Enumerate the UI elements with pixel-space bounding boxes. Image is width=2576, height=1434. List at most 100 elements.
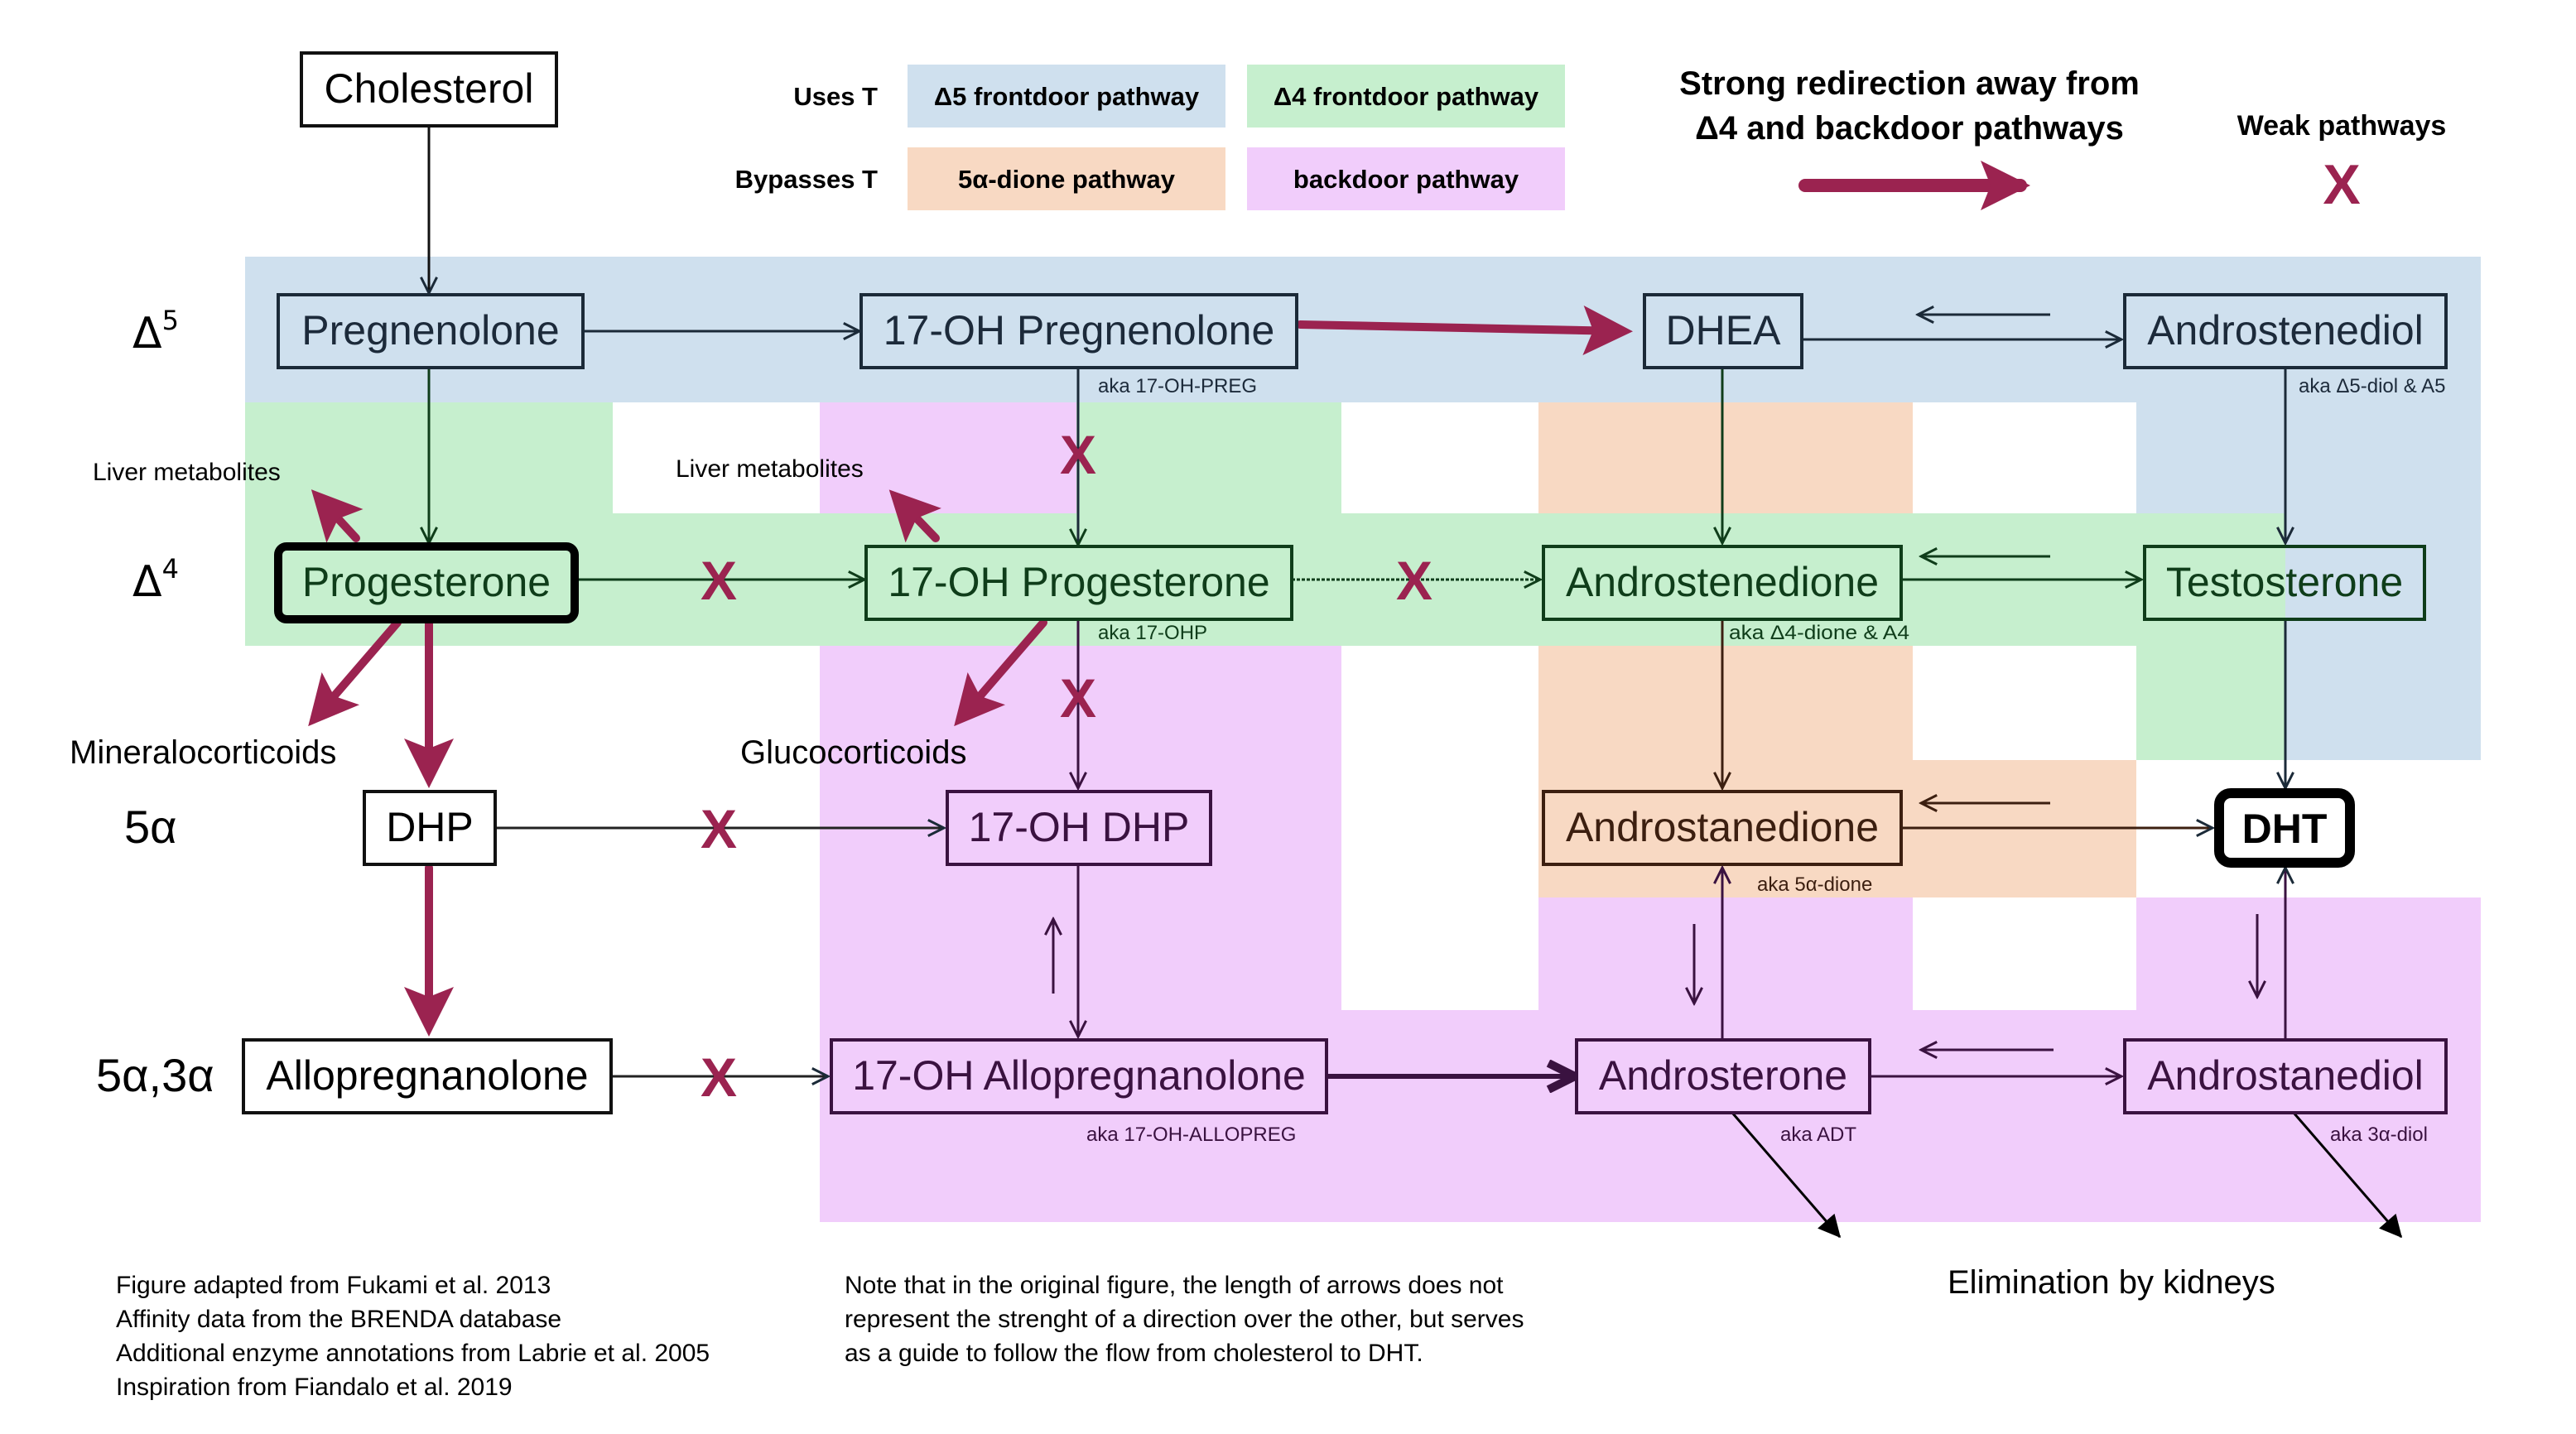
node-dhp[interactable]: DHP: [363, 790, 497, 866]
legend-swatch-dione: [908, 147, 1225, 210]
node-androstanedione[interactable]: Androstanedione aka 5α-dione: [1542, 790, 1903, 896]
credit-line: Inspiration from Fiandalo et al. 2019: [116, 1374, 513, 1401]
node-label: Testosterone: [2166, 559, 2403, 605]
arrow-androsterone-elimination: [1731, 1112, 1842, 1239]
credit-line: Additional enzyme annotations from Labri…: [116, 1340, 710, 1367]
node-aka: aka Δ4-dione & A4: [1729, 622, 1909, 644]
node-label: 17-OH Pregnenolone: [884, 307, 1275, 354]
band-backdoor-diol-column: [2136, 897, 2481, 1010]
node-dhea[interactable]: DHEA: [1643, 293, 1803, 369]
node-17oh-pregnenolone[interactable]: 17-OH Pregnenolone aka 17-OH-PREG: [859, 293, 1298, 397]
node-label: Androstenedione: [1566, 559, 1879, 605]
node-17oh-progesterone[interactable]: 17-OH Progesterone aka 17-OHP: [864, 545, 1293, 644]
legend-delta5-label: Δ5 frontdoor pathway: [934, 82, 1200, 111]
note-line: as a guide to follow the flow from chole…: [845, 1340, 1423, 1367]
row-labels: Δ5 Δ4 5α 5α,3α: [96, 305, 214, 1101]
weak-x-icon-17ohp-to-androstenedione: X: [1396, 550, 1432, 611]
node-cholesterol[interactable]: Cholesterol: [300, 51, 558, 128]
node-label: DHT: [2242, 806, 2328, 852]
node-label: DHEA: [1666, 307, 1782, 354]
weak-x-icon-progesterone-to-17ohp: X: [701, 550, 737, 611]
liver-metabolites-label-1: Liver metabolites: [93, 459, 281, 486]
node-aka: aka 17-OH-ALLOPREG: [1086, 1124, 1296, 1146]
legend-weak-x-icon: X: [2323, 153, 2360, 216]
node-label: 17-OH DHP: [969, 804, 1190, 850]
node-label: 17-OH Allopregnanolone: [852, 1052, 1306, 1099]
node-label: 17-OH Progesterone: [888, 559, 1269, 605]
reaction-arrows: [429, 126, 2403, 1239]
band-backdoor-upper: [820, 402, 1076, 513]
liver-metabolites-label-2: Liver metabolites: [676, 455, 864, 483]
strong-arrow-progesterone-to-liver: [311, 489, 364, 543]
node-progesterone[interactable]: Progesterone: [274, 542, 579, 623]
legend-strong-title-line2: Δ4 and backdoor pathways: [1695, 110, 2124, 147]
band-dione-lower: [1538, 646, 1913, 760]
legend-bypasses-t-label: Bypasses T: [735, 165, 878, 194]
row-label-delta5: Δ5: [132, 305, 179, 358]
node-label: Progesterone: [302, 559, 551, 605]
row-label-5alpha-3alpha: 5α,3α: [96, 1049, 214, 1101]
node-androstanediol[interactable]: Androstanediol aka 3α-diol: [2123, 1038, 2448, 1146]
band-delta4-mid: [1076, 402, 1341, 513]
band-delta4-testo-column: [2136, 646, 2285, 760]
strong-arrow-17oh-pregnenolone-to-dhea: [1296, 306, 1633, 356]
node-androsterone[interactable]: Androsterone aka ADT: [1575, 1038, 1871, 1146]
node-androstenediol[interactable]: Androstenediol aka Δ5-diol & A5: [2123, 293, 2448, 397]
node-aka: aka 17-OHP: [1098, 622, 1207, 644]
legend-swatch-delta5: [908, 65, 1225, 128]
node-label: Androstanediol: [2147, 1052, 2424, 1099]
node-17oh-allopregnanolone[interactable]: 17-OH Allopregnanolone aka 17-OH-ALLOPRE…: [830, 1038, 1328, 1146]
weak-x-icon-dhp-to-17oh-dhp: X: [701, 798, 737, 859]
mineralocorticoids-label: Mineralocorticoids: [70, 734, 336, 771]
credit-line: Affinity data from the BRENDA database: [116, 1306, 561, 1333]
row-label-delta4: Δ4: [132, 553, 179, 607]
band-backdoor-adt-column: [1538, 897, 1913, 1010]
note-line: represent the strenght of a direction ov…: [845, 1306, 1524, 1333]
node-label: DHP: [386, 804, 474, 850]
glucocorticoids-label: Glucocorticoids: [740, 734, 966, 771]
legend: Uses T Bypasses T Δ5 frontdoor pathway Δ…: [735, 65, 2447, 216]
node-aka: aka 3α-diol: [2330, 1124, 2428, 1146]
legend-swatch-delta4: [1247, 65, 1565, 128]
node-testosterone[interactable]: Testosterone: [2143, 545, 2426, 621]
legend-backdoor-label: backdoor pathway: [1293, 165, 1519, 194]
note-line: Note that in the original figure, the le…: [845, 1272, 1504, 1299]
strong-arrow-progesterone-to-mineralocorticoids: [308, 618, 402, 727]
node-aka: aka ADT: [1780, 1124, 1856, 1146]
row-label-5alpha: 5α: [124, 801, 177, 853]
output-labels: Liver metabolites Liver metabolites Mine…: [70, 455, 2275, 1301]
node-label: Androsterone: [1599, 1052, 1847, 1099]
strong-arrow-17ohp-to-liver: [888, 489, 941, 543]
nodes: Cholesterol Pregnenolone 17-OH Pregnenol…: [242, 51, 2448, 1146]
strong-arrow-17ohp-to-glucocorticoids: [954, 618, 1047, 727]
legend-strong-title-line1: Strong redirection away from: [1679, 65, 2140, 102]
weak-x-icon-17oh-preg-to-17ohp: X: [1060, 424, 1096, 485]
band-dione-upper: [1538, 402, 1913, 513]
credits: Figure adapted from Fukami et al. 2013 A…: [116, 1272, 710, 1401]
node-label: Pregnenolone: [301, 307, 559, 354]
node-aka: aka Δ5-diol & A5: [2299, 375, 2445, 397]
weak-x-icon-17ohp-to-17oh-dhp: X: [1060, 667, 1096, 729]
node-label: Allopregnanolone: [266, 1052, 588, 1099]
node-label: Cholesterol: [325, 65, 534, 112]
node-pregnenolone[interactable]: Pregnenolone: [277, 293, 585, 369]
node-label: Androstenediol: [2147, 307, 2424, 354]
credit-line: Figure adapted from Fukami et al. 2013: [116, 1272, 551, 1299]
weak-x-icon-allopreg-to-17oh-allopreg: X: [701, 1047, 737, 1108]
node-androstenedione[interactable]: Androstenedione aka Δ4-dione & A4: [1542, 545, 1909, 644]
node-dht[interactable]: DHT: [2214, 788, 2355, 868]
node-17oh-dhp[interactable]: 17-OH DHP: [946, 790, 1212, 866]
node-aka: aka 17-OH-PREG: [1098, 375, 1257, 397]
node-allopregnanolone[interactable]: Allopregnanolone: [242, 1038, 613, 1114]
node-label: Androstanedione: [1566, 804, 1879, 850]
elimination-by-kidneys-label: Elimination by kidneys: [1948, 1264, 2275, 1301]
note: Note that in the original figure, the le…: [845, 1272, 1524, 1367]
legend-delta4-label: Δ4 frontdoor pathway: [1274, 82, 1539, 111]
weak-markers: X X X X X X: [701, 424, 1432, 1108]
legend-swatch-backdoor: [1247, 147, 1565, 210]
legend-weak-title: Weak pathways: [2237, 110, 2447, 142]
strong-redirection-arrows: [308, 306, 1633, 1037]
node-aka: aka 5α-dione: [1757, 873, 1872, 896]
footer: Figure adapted from Fukami et al. 2013 A…: [116, 1272, 1524, 1401]
